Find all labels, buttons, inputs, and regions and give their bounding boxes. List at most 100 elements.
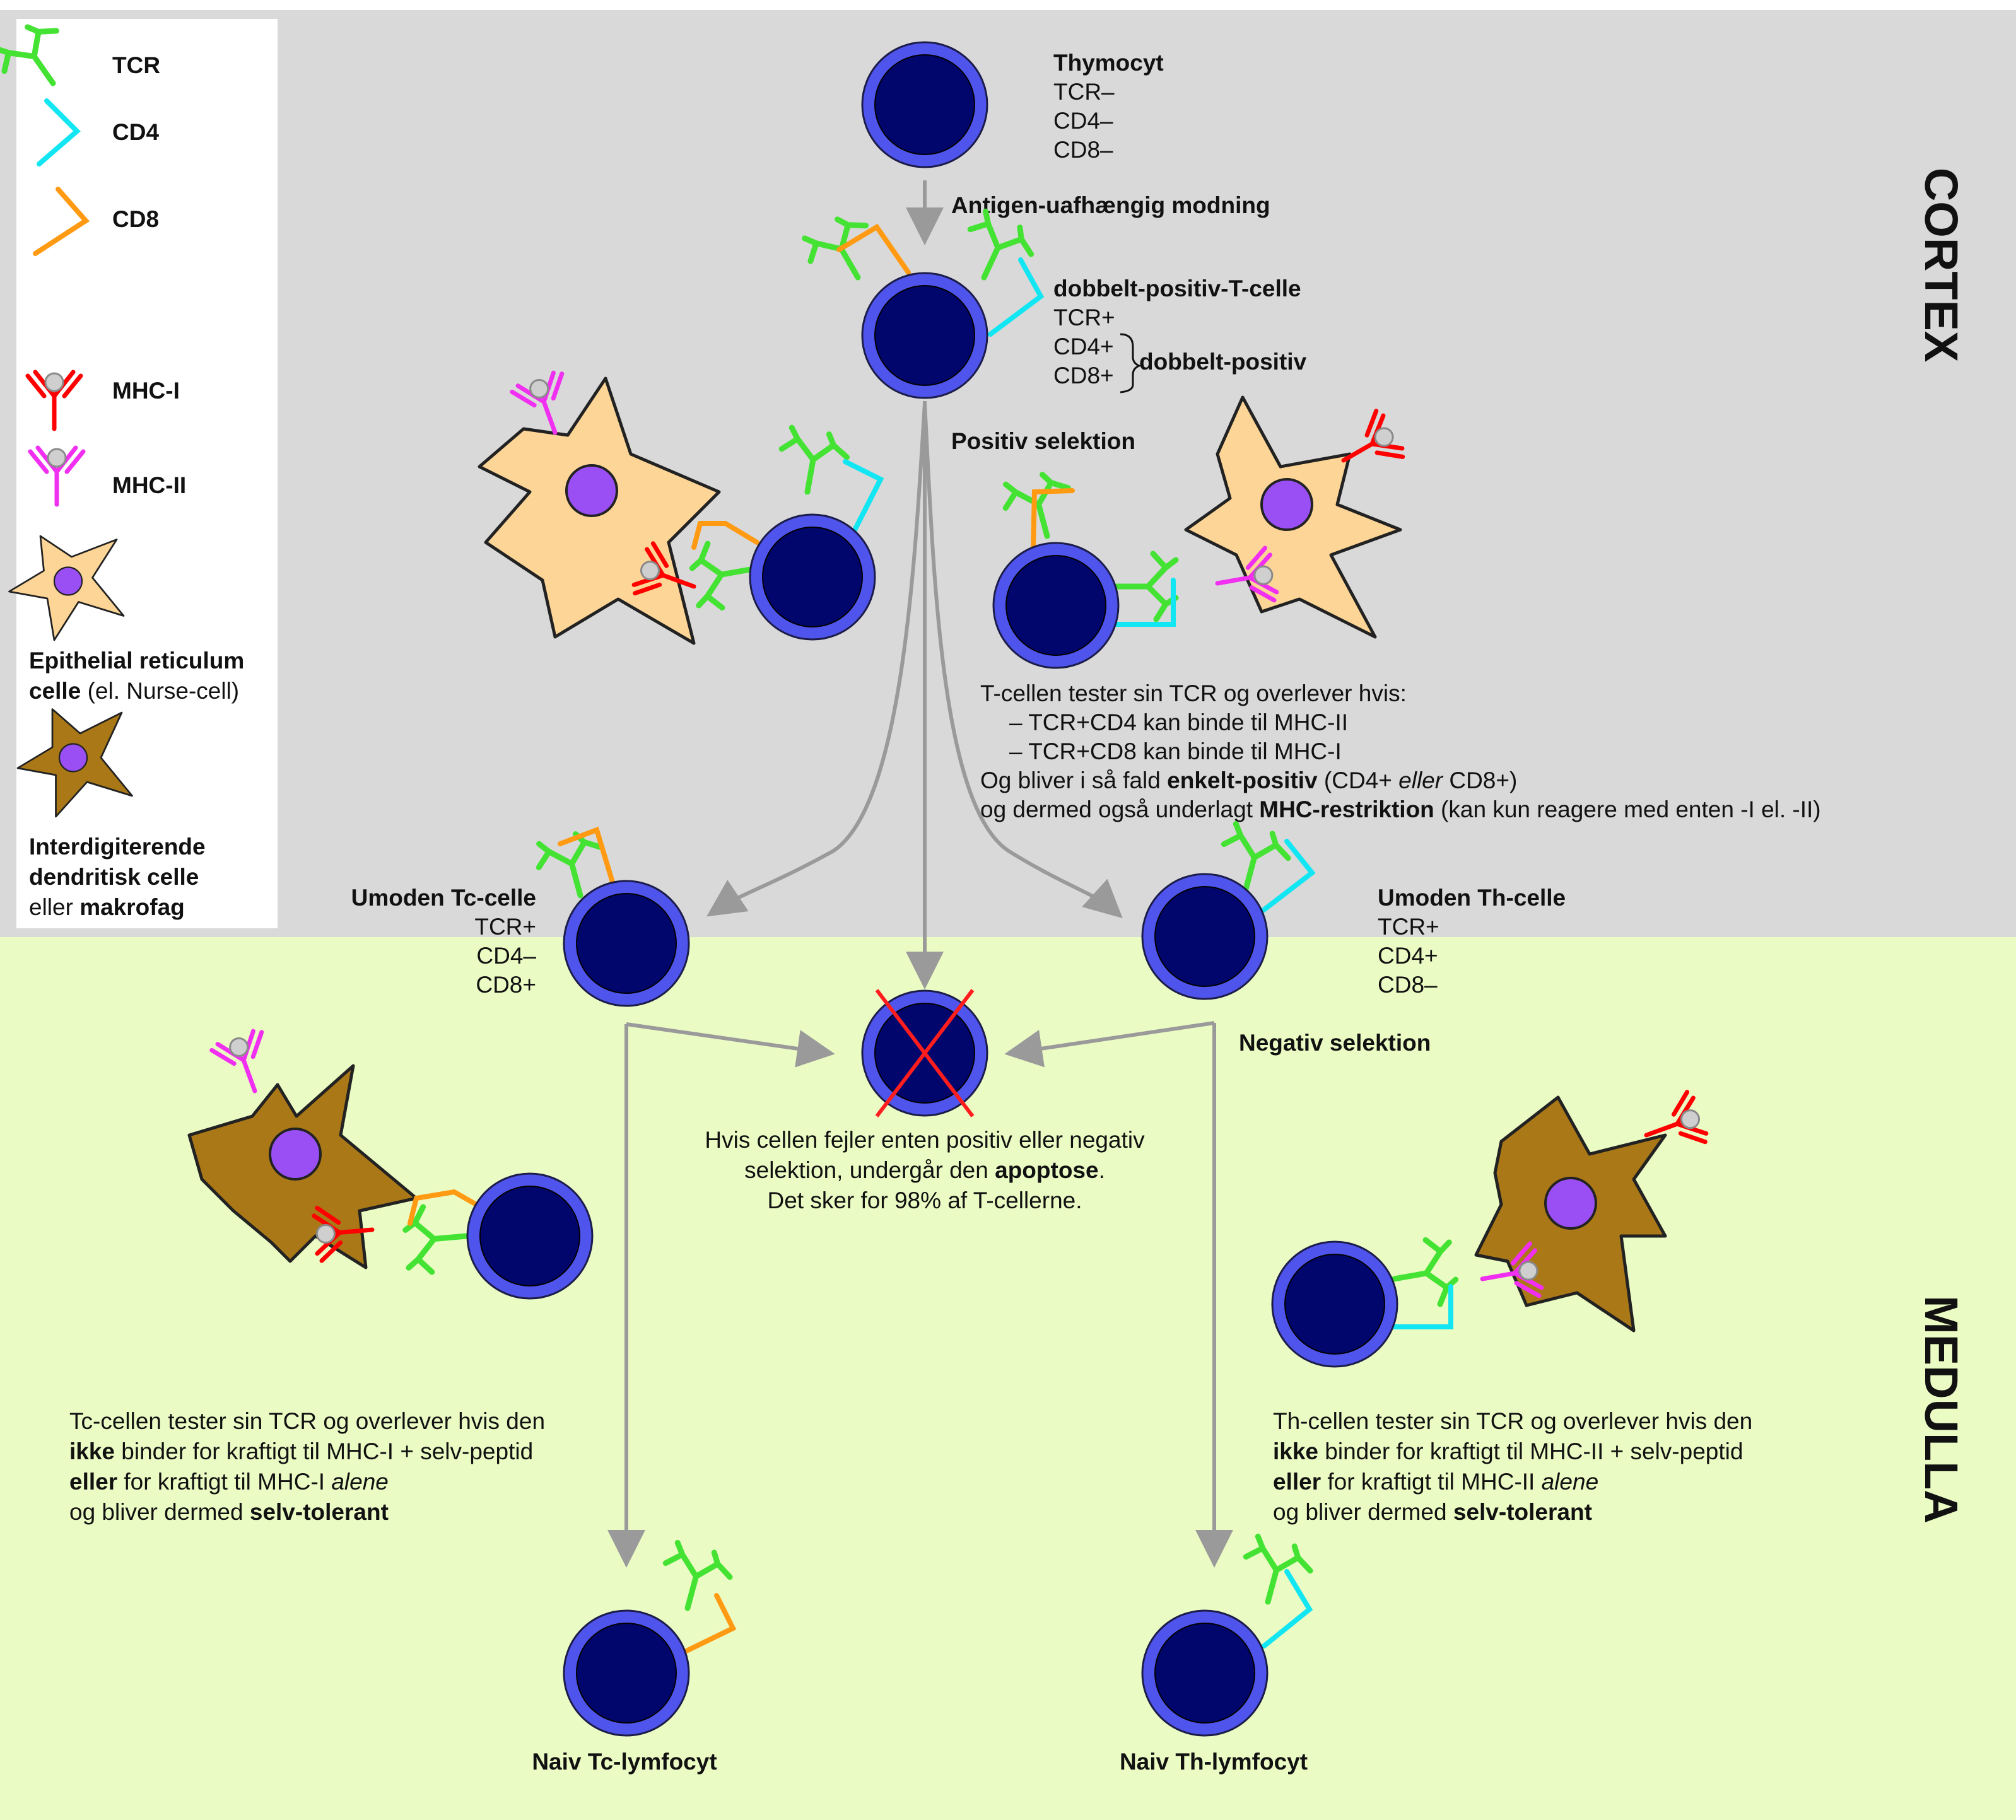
cd4-icon xyxy=(843,459,884,545)
thymocyte-title: Thymocyt xyxy=(1053,50,1164,76)
naive-tc-group xyxy=(563,1541,737,1737)
tc-desc-line3: eller for kraftigt til MHC-I alene xyxy=(69,1469,389,1495)
immature-th-cd8: CD8– xyxy=(1378,972,1438,998)
double-positive-title: dobbelt-positiv-T-celle xyxy=(1053,276,1301,301)
flow-arrows xyxy=(607,180,1233,1568)
negative-selection-th-cell xyxy=(1271,1240,1398,1368)
immature-tc-cell xyxy=(563,880,690,1007)
cd8-icon xyxy=(558,826,616,887)
cortex-label: CORTEX xyxy=(1915,168,1967,362)
double-positive-tcr: TCR+ xyxy=(1053,305,1115,330)
tc-selection-description: Tc-cellen tester sin TCR og overlever hv… xyxy=(69,1408,545,1525)
legend-epithelial-line2: celle (el. Nurse-cell) xyxy=(29,678,239,704)
cd8-legend-icon xyxy=(33,187,90,256)
apoptosis-line3: Det sker for 98% af T-cellerne. xyxy=(767,1187,1082,1213)
double-positive-label: dobbelt-positiv xyxy=(1139,349,1307,375)
legend-cd8-label: CD8 xyxy=(112,206,159,232)
th-desc-line2: ikke binder for kraftigt til MHC-II + se… xyxy=(1273,1438,1743,1464)
double-positive-cell-group xyxy=(799,209,1045,399)
th-desc-line4: og bliver dermed selv-tolerant xyxy=(1273,1499,1592,1525)
cd8-icon xyxy=(1031,488,1075,551)
thymocyte-cd4: CD4– xyxy=(1053,108,1113,134)
immature-tc-cd8: CD8+ xyxy=(476,972,536,998)
double-positive-cell xyxy=(861,272,988,399)
arrow-to-immature-th xyxy=(923,403,1123,919)
medulla-background xyxy=(0,937,2016,1820)
apoptosis-line2: selektion, undergår den apoptose. xyxy=(744,1157,1105,1183)
immature-tc-group xyxy=(533,826,690,1007)
apoptosis-line1: Hvis cellen fejler enten positiv eller n… xyxy=(705,1127,1145,1153)
cd8-icon xyxy=(407,1189,483,1226)
legend-dendritic-line2: dendritisk celle xyxy=(29,864,199,890)
apoptosis-description: Hvis cellen fejler enten positiv eller n… xyxy=(705,1127,1145,1213)
thymocyte-cd8: CD8– xyxy=(1053,137,1113,163)
th-desc-line3: eller for kraftigt til MHC-II alene xyxy=(1273,1469,1598,1495)
legend-mhc1-label: MHC-I xyxy=(112,378,180,404)
double-positive-brace xyxy=(1120,333,1142,394)
naive-th-group xyxy=(1141,1535,1315,1737)
apoptotic-cell-group xyxy=(861,989,988,1117)
naive-tc-label: Naiv Tc-lymfocyt xyxy=(532,1749,717,1775)
positive-selection-tc-cell xyxy=(749,513,876,641)
nucleus xyxy=(269,1128,322,1181)
medulla-label: MEDULLA xyxy=(1915,1295,1967,1524)
cd4-icon xyxy=(1260,839,1316,913)
positive-selection-label: Positiv selektion xyxy=(951,428,1135,454)
positive-desc-line4: Og bliver i så fald enkelt-positiv (CD4+… xyxy=(980,767,1517,793)
tc-desc-line1: Tc-cellen tester sin TCR og overlever hv… xyxy=(69,1408,545,1434)
th-selection-description: Th-cellen tester sin TCR og overlever hv… xyxy=(1273,1408,1752,1525)
cd4-legend-icon xyxy=(37,98,81,166)
cd8-icon xyxy=(691,521,759,550)
legend-cd4-label: CD4 xyxy=(112,119,159,145)
legend: TCR CD4 CD8 MHC-I MHC-II Epithelial reti… xyxy=(0,15,278,928)
nucleus xyxy=(565,464,618,517)
cd4-icon xyxy=(1108,578,1176,627)
immature-tc-cd4: CD4– xyxy=(476,943,536,969)
cd4-icon xyxy=(1262,1569,1313,1648)
naive-tc-cell xyxy=(563,1609,690,1737)
right-positive-scene xyxy=(992,395,1406,669)
negative-selection-tc-cell xyxy=(466,1172,594,1300)
positive-selection-th-cell xyxy=(992,542,1120,669)
legend-tcr-label: TCR xyxy=(112,52,160,78)
left-negative-scene xyxy=(187,1029,594,1300)
th-desc-line1: Th-cellen tester sin TCR og overlever hv… xyxy=(1273,1408,1752,1434)
positive-desc-line3: – TCR+CD8 kan binde til MHC-I xyxy=(1009,738,1342,764)
immature-th-group xyxy=(1141,822,1316,1000)
naive-th-cell xyxy=(1141,1609,1269,1737)
thymocyte-tcr: TCR– xyxy=(1053,79,1115,105)
apoptosis-x-mark xyxy=(875,989,975,1117)
right-negative-scene xyxy=(1271,1091,1709,1368)
positive-desc-line5: og dermed også underlagt MHC-restriktion… xyxy=(980,796,1821,822)
legend-dendritic-line3: eller makrofag xyxy=(29,894,185,920)
cd8-icon xyxy=(684,1593,737,1654)
legend-epithelial-line1: Epithelial reticulum xyxy=(29,648,244,674)
negative-selection-label: Negativ selektion xyxy=(1239,1030,1431,1056)
left-positive-scene xyxy=(478,370,884,645)
arrow-th-to-apoptosis xyxy=(1004,1021,1215,1068)
double-positive-cd8: CD8+ xyxy=(1053,363,1114,388)
positive-desc-line1: T-cellen tester sin TCR og overlever hvi… xyxy=(980,680,1407,706)
tc-desc-line2: ikke binder for kraftigt til MHC-I + sel… xyxy=(69,1438,533,1464)
thymocyte-cell xyxy=(861,41,988,168)
positive-desc-line2: – TCR+CD4 kan binde til MHC-II xyxy=(1009,709,1348,735)
legend-dendritic-line1: Interdigiterende xyxy=(29,834,206,860)
cd8-icon xyxy=(836,223,911,275)
immature-th-cell xyxy=(1141,873,1269,1000)
immature-th-title: Umoden Th-celle xyxy=(1378,885,1566,911)
cd4-icon xyxy=(1388,1284,1453,1329)
dendritic-legend-icon xyxy=(16,708,133,818)
tc-desc-line4: og bliver dermed selv-tolerant xyxy=(69,1499,389,1525)
immature-th-cd4: CD4+ xyxy=(1378,943,1438,969)
cd4-icon xyxy=(988,257,1045,337)
double-positive-cd4: CD4+ xyxy=(1053,334,1114,359)
naive-th-label: Naiv Th-lymfocyt xyxy=(1120,1749,1308,1775)
step-antigen-independent: Antigen-uafhængig modning xyxy=(951,192,1270,218)
cortex-background xyxy=(0,10,2016,937)
nucleus xyxy=(1544,1177,1597,1230)
nucleus xyxy=(1260,478,1313,531)
legend-mhc2-label: MHC-II xyxy=(112,472,186,498)
immature-tc-title: Umoden Tc-celle xyxy=(351,885,536,911)
arrow-to-immature-tc xyxy=(706,403,927,917)
